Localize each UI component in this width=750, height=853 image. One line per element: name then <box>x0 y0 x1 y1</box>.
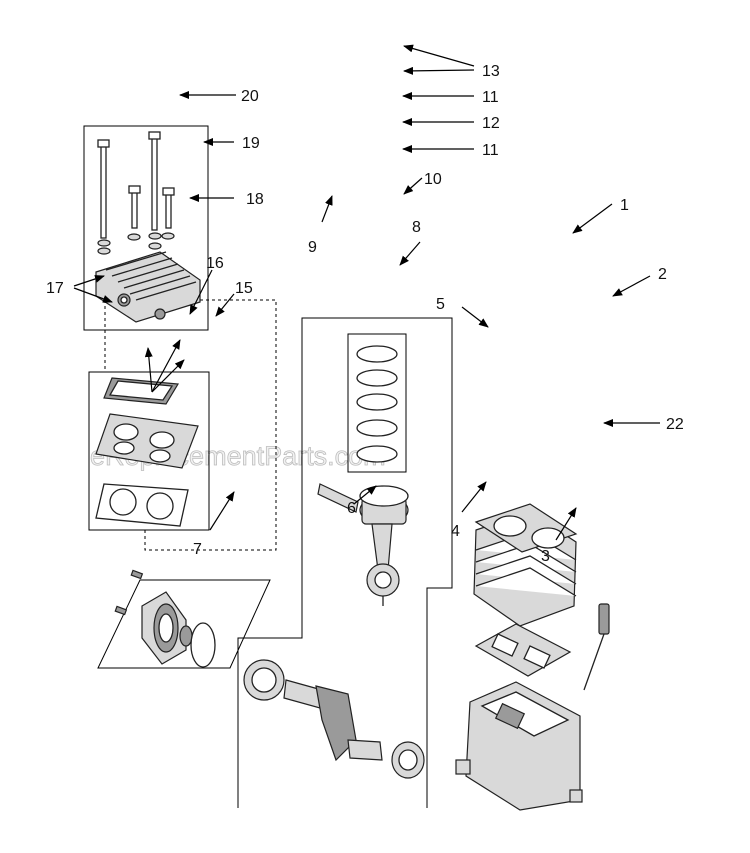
arrow-6 <box>353 485 377 505</box>
callout-20: 20 <box>241 88 259 105</box>
cylinder-head <box>95 251 201 323</box>
callout-19: 19 <box>242 135 260 152</box>
arrow-5 <box>461 306 489 328</box>
callout-13: 13 <box>482 63 500 80</box>
arrow-17b <box>73 287 113 303</box>
arrow-13b <box>403 66 475 75</box>
valve-reed <box>103 377 180 405</box>
piston-rings <box>356 345 398 463</box>
bearing-plate <box>114 569 216 668</box>
cylinder <box>473 503 578 627</box>
callout-12: 12 <box>482 115 500 132</box>
callout-9: 9 <box>308 239 317 256</box>
callout-6: 6 <box>347 500 356 517</box>
arrow-3 <box>555 507 577 541</box>
crankcase-gasket <box>474 623 572 677</box>
callout-8: 8 <box>412 219 421 236</box>
arrow-1 <box>572 203 613 234</box>
arrow-kit-b <box>151 339 181 393</box>
head-gasket <box>95 483 189 527</box>
piston-rod <box>317 483 409 606</box>
arrow-4 <box>461 481 487 513</box>
arrow-16 <box>189 269 213 315</box>
arrow-kit-a <box>144 347 153 393</box>
callout-arrows <box>73 44 660 541</box>
valve-plate <box>95 413 199 469</box>
callout-16: 16 <box>206 255 224 272</box>
callout-18: 18 <box>246 191 264 208</box>
callout-1: 1 <box>620 197 629 214</box>
arrow-7 <box>209 491 235 531</box>
callout-22: 22 <box>666 416 684 433</box>
callout-4: 4 <box>451 523 460 540</box>
callout-15: 15 <box>235 280 253 297</box>
callout-17: 17 <box>46 280 64 297</box>
piston-rings-box <box>347 333 407 473</box>
callout-11b: 11 <box>482 142 499 159</box>
cylinder-head-box <box>83 125 209 331</box>
arrow-15 <box>215 293 235 317</box>
callout-2: 2 <box>658 266 667 283</box>
arrow-kit-c <box>151 359 185 393</box>
crankcase <box>455 681 583 811</box>
arrow-13a <box>403 44 475 67</box>
arrow-9 <box>321 195 333 223</box>
crankshaft <box>243 659 425 779</box>
valve-plate-box <box>88 371 210 531</box>
callout-10: 10 <box>424 171 442 188</box>
head-bolts <box>97 131 175 255</box>
bearing-plate-box <box>97 579 271 669</box>
arrow-17a <box>73 275 105 287</box>
kit-dashed-outline <box>144 299 277 551</box>
arrow-2 <box>612 275 651 297</box>
callout-7: 7 <box>193 541 202 558</box>
arrow-8 <box>399 241 421 266</box>
dipstick <box>583 603 610 691</box>
callout-3: 3 <box>541 548 550 565</box>
crank-piston-box <box>237 317 453 808</box>
arrow-10 <box>403 177 423 195</box>
callout-5: 5 <box>436 296 445 313</box>
callout-11a: 11 <box>482 89 499 106</box>
